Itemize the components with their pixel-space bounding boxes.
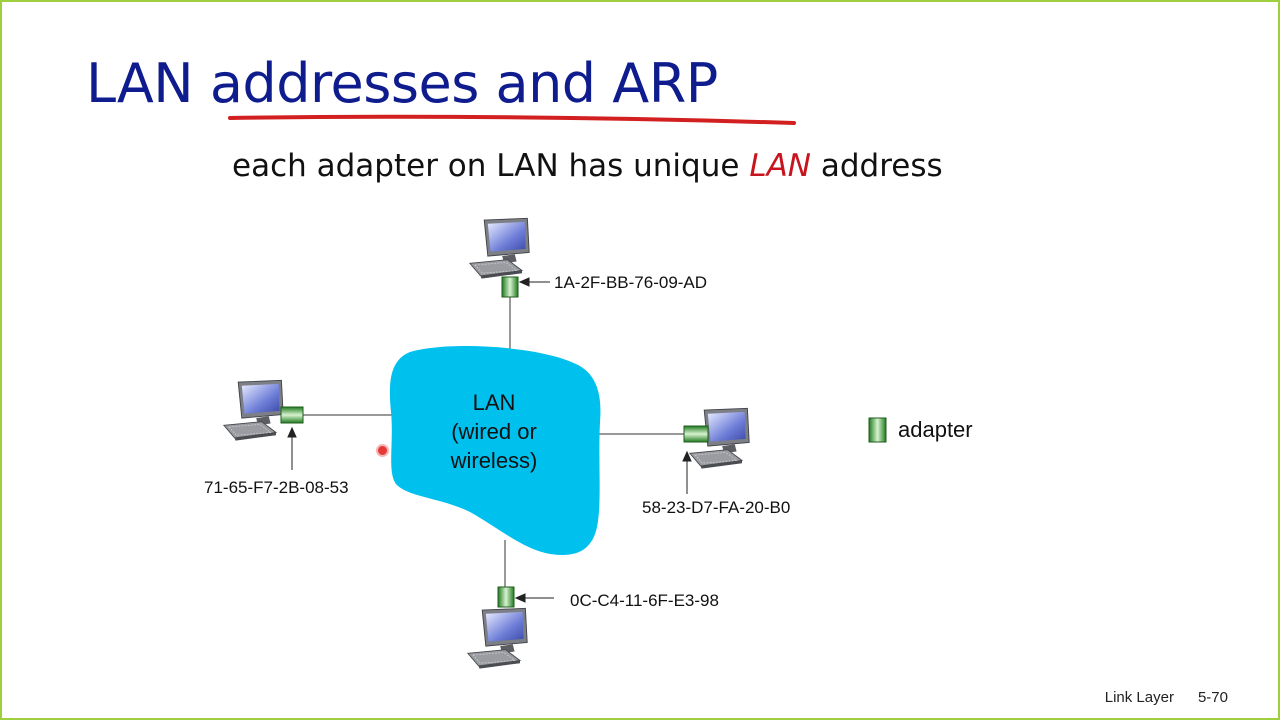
footer-section: Link Layer <box>1104 689 1174 706</box>
footer-page-number: 5-70 <box>1197 689 1228 706</box>
laser-pointer-icon <box>376 444 389 457</box>
legend-adapter-icon <box>868 417 887 443</box>
mac-label-bottom: 0C-C4-11-6F-E3-98 <box>570 591 719 610</box>
slide-title: LAN addresses and ARP <box>86 52 718 115</box>
mac-label-right: 58-23-D7-FA-20-B0 <box>642 498 791 517</box>
lan-label-line1: LAN <box>472 390 516 415</box>
subtitle-suffix: address <box>810 148 943 184</box>
slide-footer: Link Layer 5-70 <box>1105 689 1228 706</box>
computer-left-icon <box>223 379 284 442</box>
mac-label-top: 1A-2F-BB-76-09-AD <box>554 273 708 292</box>
lan-label-line2: (wired or <box>451 419 537 444</box>
computer-top-icon <box>469 217 530 280</box>
computer-bottom-icon <box>467 607 528 670</box>
adapter-right-icon <box>683 425 709 443</box>
subtitle-prefix: each adapter on LAN has unique <box>232 148 750 184</box>
legend-label: adapter <box>898 417 973 442</box>
adapter-top-icon <box>501 276 519 298</box>
lan-label: LAN (wired or wireless) <box>432 388 556 475</box>
lan-label-line3: wireless) <box>450 448 538 473</box>
lan-cloud <box>389 345 601 555</box>
mac-label-left: 71-65-F7-2B-08-53 <box>204 478 349 497</box>
subtitle-emphasis: LAN <box>749 148 811 184</box>
slide-subtitle: each adapter on LAN has unique LAN addre… <box>232 148 943 184</box>
adapter-bottom-icon <box>497 586 515 608</box>
adapter-left-icon <box>280 406 304 424</box>
title-underline <box>228 114 796 125</box>
